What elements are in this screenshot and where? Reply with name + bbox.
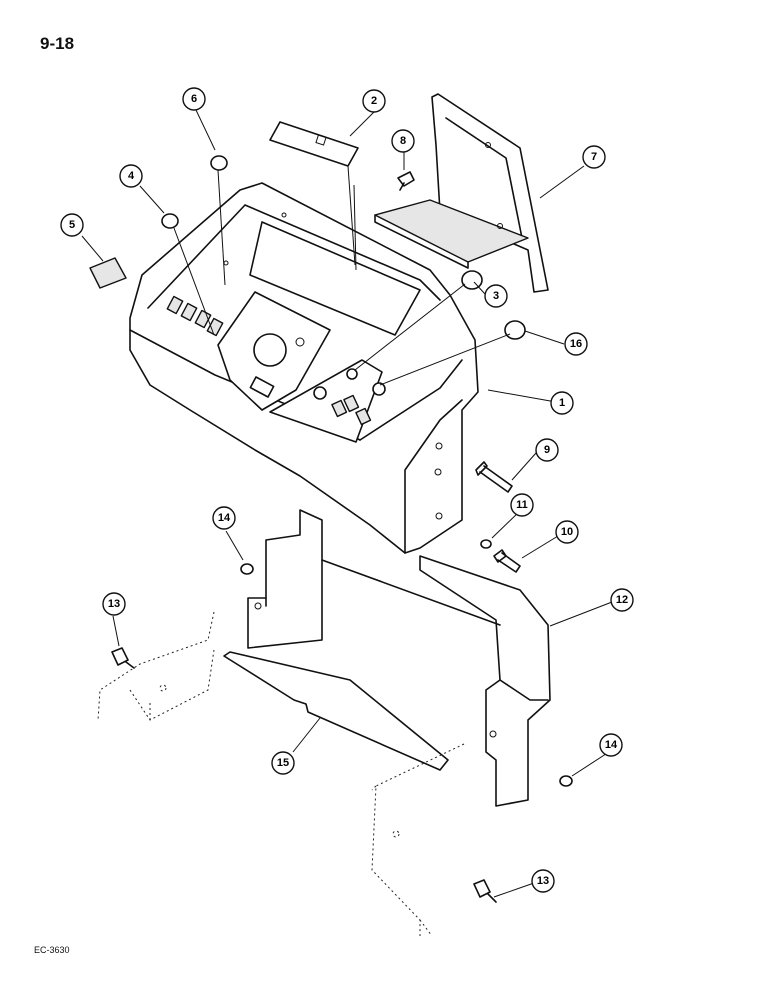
callout-14-right: 14 [599, 733, 623, 757]
callout-13-left: 13 [102, 592, 126, 616]
svg-text:4: 4 [128, 170, 135, 182]
stud-fastener [111, 647, 135, 669]
shelf-panel [223, 651, 449, 771]
plug [504, 320, 526, 340]
callout-2: 2 [362, 89, 386, 113]
callout-9: 9 [535, 438, 559, 462]
svg-text:3: 3 [493, 290, 499, 302]
callout-12: 12 [610, 588, 634, 612]
washer [480, 539, 492, 549]
callout-10: 10 [555, 520, 579, 544]
figure-code: EC-3630 [34, 945, 70, 955]
instrument-console [129, 182, 479, 554]
blanking-cover [89, 257, 127, 289]
svg-text:9: 9 [544, 444, 550, 456]
screw [397, 171, 415, 187]
svg-text:13: 13 [108, 598, 120, 610]
svg-text:7: 7 [591, 151, 597, 163]
callout-1: 1 [550, 391, 574, 415]
svg-text:15: 15 [277, 757, 289, 769]
callout-8: 8 [391, 129, 415, 153]
svg-text:8: 8 [400, 135, 406, 147]
plug [161, 213, 179, 229]
leader-lines [81, 109, 613, 898]
washer [559, 775, 573, 787]
stud-fastener [473, 879, 497, 903]
mounting-bracket [247, 509, 551, 807]
callout-4: 4 [119, 164, 143, 188]
svg-text:1: 1 [559, 397, 565, 409]
callout-3: 3 [484, 284, 508, 308]
callout-13-right: 13 [531, 869, 555, 893]
svg-text:5: 5 [69, 219, 75, 231]
callout-6: 6 [182, 87, 206, 111]
callout-11: 11 [510, 493, 534, 517]
svg-text:14: 14 [605, 739, 618, 751]
callout-7: 7 [582, 145, 606, 169]
svg-text:16: 16 [570, 338, 582, 350]
callout-16: 16 [564, 332, 588, 356]
svg-text:12: 12 [616, 594, 628, 606]
svg-text:2: 2 [371, 95, 377, 107]
page-number: 9-18 [40, 34, 75, 53]
cover-panel [374, 93, 549, 293]
svg-text:14: 14 [218, 512, 231, 524]
decal-label [269, 121, 359, 167]
plug [210, 155, 228, 171]
callout-14-left: 14 [212, 506, 236, 530]
svg-text:11: 11 [516, 499, 528, 511]
bolt [493, 549, 521, 573]
callout-15: 15 [271, 751, 295, 775]
svg-text:10: 10 [561, 526, 573, 538]
plug [461, 270, 483, 290]
bolt [475, 461, 513, 493]
callout-5: 5 [60, 213, 84, 237]
vehicle-body-outline [97, 611, 215, 721]
vehicle-body-outline [371, 743, 465, 937]
svg-text:6: 6 [191, 93, 197, 105]
washer [240, 563, 254, 575]
svg-text:13: 13 [537, 875, 549, 887]
